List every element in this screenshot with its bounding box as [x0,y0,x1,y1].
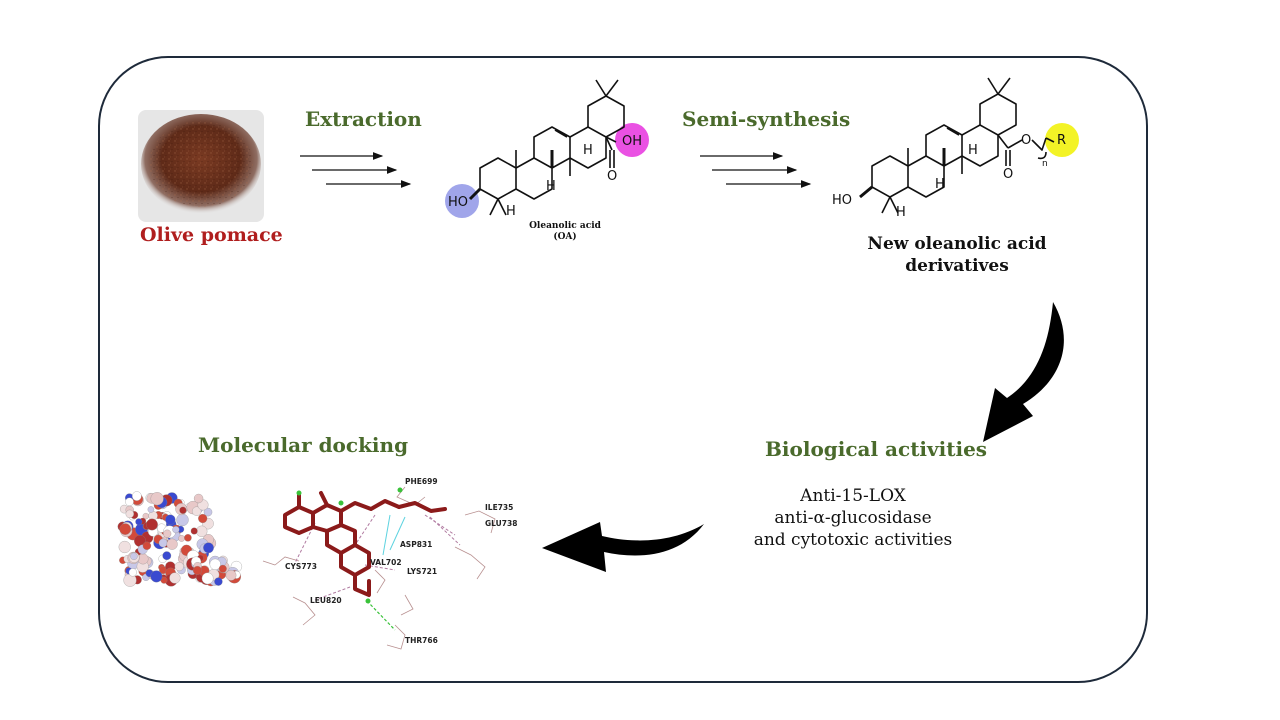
extraction-arrows [300,152,412,188]
activities-text: Anti-15-LOX anti-α-glucosidase and cytot… [748,485,958,551]
residue-phe699: PHE699 [405,477,438,486]
docking-interaction-diagram: PHE699 ILE735 GLU738 ASP831 VAL702 LYS72… [262,477,517,650]
oa-ho-atom: HO [448,195,468,210]
oa-h-atom-1: H [583,143,593,158]
derivatives-line-2: derivatives [905,256,1009,276]
extraction-label: Extraction [305,107,422,131]
deriv-h-atom-1: H [968,143,978,158]
deriv-o-atom-1: O [1021,133,1031,148]
curved-arrow-left [542,522,704,572]
deriv-o-atom-2: O [1003,167,1013,182]
residue-ile735: ILE735 [485,503,513,512]
residue-glu738: GLU738 [485,519,517,528]
biological-activities-label: Biological activities [765,437,988,461]
residue-cys773: CYS773 [285,562,317,571]
residue-lys721: LYS721 [407,567,437,576]
derivatives-label: New oleanolic acid derivatives [862,233,1052,277]
protein-surface-image [117,491,243,587]
activity-line-1: Anti-15-LOX [800,486,906,506]
r-highlight [1045,123,1079,157]
residue-thr766: THR766 [405,636,438,645]
deriv-h-atom-3: H [896,205,906,220]
deriv-r-atom: R [1057,133,1066,148]
olive-pomace-label: Olive pomace [140,224,283,246]
semi-synthesis-label: Semi-synthesis [682,107,851,131]
oa-h-atom-2: H [546,179,556,194]
deriv-ho-atom: HO [832,193,852,208]
activity-line-2: anti-α-glucosidase [774,508,932,528]
oa-name-line: Oleanolic acid [529,221,601,231]
olive-pomace-image [138,110,264,222]
activity-line-3: and cytotoxic activities [753,530,953,550]
oa-o-atom: O [607,169,617,184]
oleanolic-acid-structure: HO OH O H H H [445,79,649,219]
oh-highlight [615,123,649,157]
curved-arrow-down [983,302,1064,442]
molecular-docking-label: Molecular docking [198,433,409,457]
deriv-h-atom-2: H [935,177,945,192]
oa-h-atom-3: H [506,204,516,219]
deriv-n-atom: n [1042,159,1048,169]
oa-name: Oleanolic acid (OA) [520,221,610,243]
ho-highlight [445,184,479,218]
residue-val702: VAL702 [370,558,402,567]
derivatives-line-1: New oleanolic acid [867,234,1047,254]
oa-oh-atom: OH [622,134,642,149]
residue-asp831: ASP831 [400,540,432,549]
oa-abbrev-line: (OA) [553,232,577,242]
process-frame [98,56,1148,683]
derivative-structure: HO O O R n H H H [832,77,1079,220]
semi-synthesis-arrows [700,152,812,188]
residue-leu820: LEU820 [310,596,342,605]
